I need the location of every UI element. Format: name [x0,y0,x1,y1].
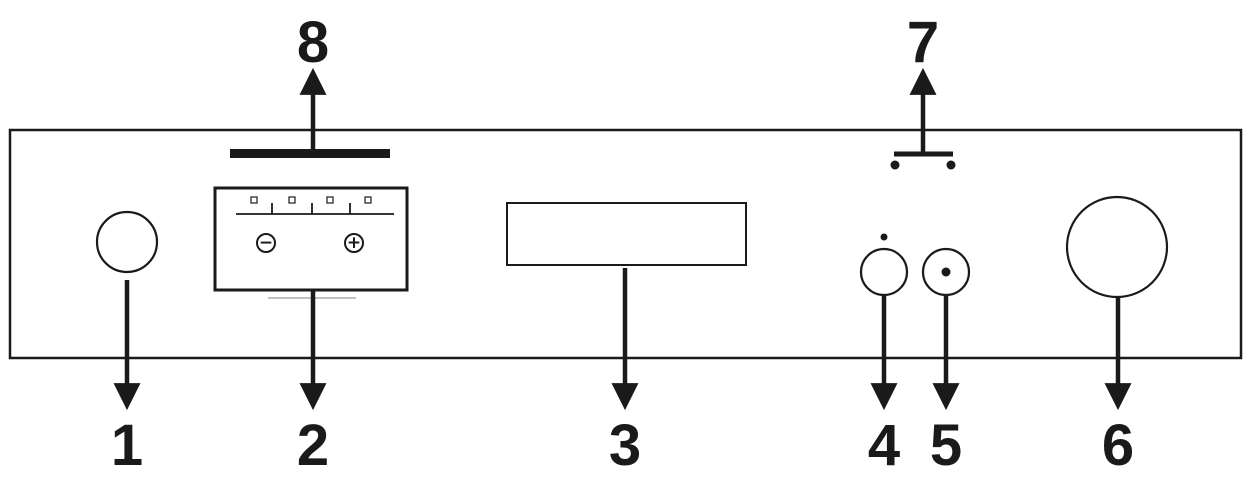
door-handle-foot [890,160,900,170]
indicator-light [250,196,258,204]
callout-1: 1 [111,413,143,478]
callout-6: 6 [1102,413,1134,478]
callout-8: 8 [297,10,329,75]
indicator-light [326,196,334,204]
knob-6[interactable] [1065,195,1169,299]
button-4-indicator-dot [880,233,888,241]
indicator-light [288,196,296,204]
callout-4: 4 [868,413,900,478]
control-unit-box [213,186,409,292]
minus-sign: − [259,233,273,253]
plus-sign: + [347,233,361,253]
door-handle-foot [946,160,956,170]
plus-button-ring [344,233,364,253]
callout-5: 5 [930,413,962,478]
minus-button-ring [256,233,276,253]
minus-button[interactable]: − [256,233,276,253]
indicator-light [364,196,372,204]
callout-2: 2 [297,413,329,478]
button-1[interactable] [95,210,159,274]
button-5-center-dot [941,267,951,277]
callout-3: 3 [609,413,641,478]
button-4[interactable] [859,247,909,297]
plus-button[interactable]: + [344,233,364,253]
display-window [506,202,747,266]
top-edge-bar [230,149,390,158]
callout-7: 7 [907,10,939,75]
